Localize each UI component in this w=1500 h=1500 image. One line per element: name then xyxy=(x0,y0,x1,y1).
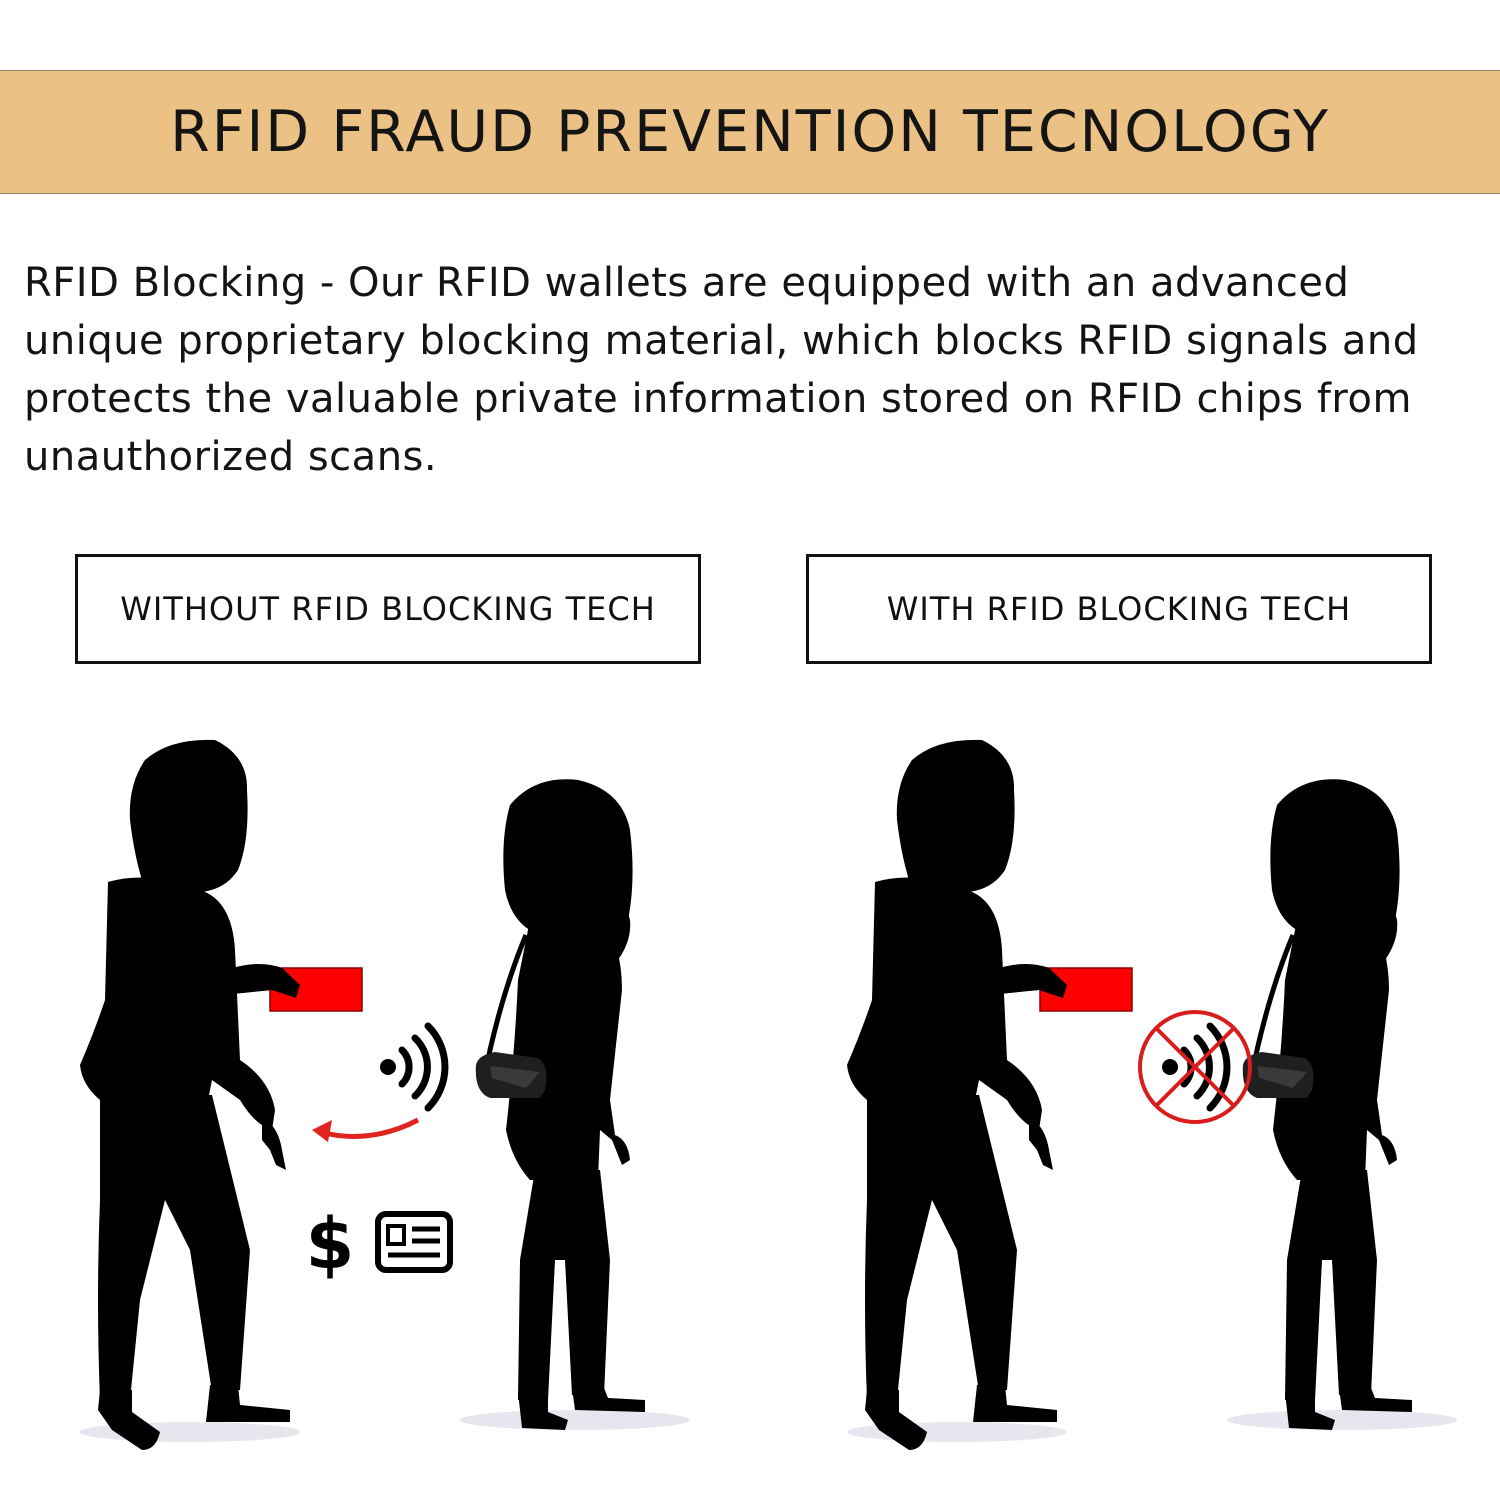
woman-silhouette-right xyxy=(1227,779,1457,1430)
man-silhouette-right xyxy=(847,739,1067,1450)
red-arrow-icon xyxy=(312,1117,420,1142)
page-title: RFID FRAUD PREVENTION TECNOLOGY xyxy=(170,99,1330,165)
woman-silhouette-left xyxy=(460,779,690,1430)
illustration: $ xyxy=(80,739,1500,1450)
without-rfid-label: WITHOUT RFID BLOCKING TECH xyxy=(75,554,701,664)
blocked-signal-icon xyxy=(1138,1010,1252,1124)
with-rfid-label-text: WITH RFID BLOCKING TECH xyxy=(886,590,1352,628)
dollar-icon: $ xyxy=(306,1203,355,1285)
with-rfid-label: WITH RFID BLOCKING TECH xyxy=(806,554,1432,664)
id-card-icon xyxy=(375,1211,453,1273)
man-silhouette-left xyxy=(80,739,300,1450)
rfid-signal-icon xyxy=(380,1022,449,1112)
header-banner: RFID FRAUD PREVENTION TECNOLOGY xyxy=(0,70,1500,194)
description-text: RFID Blocking - Our RFID wallets are equ… xyxy=(24,260,1419,480)
without-rfid-label-text: WITHOUT RFID BLOCKING TECH xyxy=(120,590,656,628)
